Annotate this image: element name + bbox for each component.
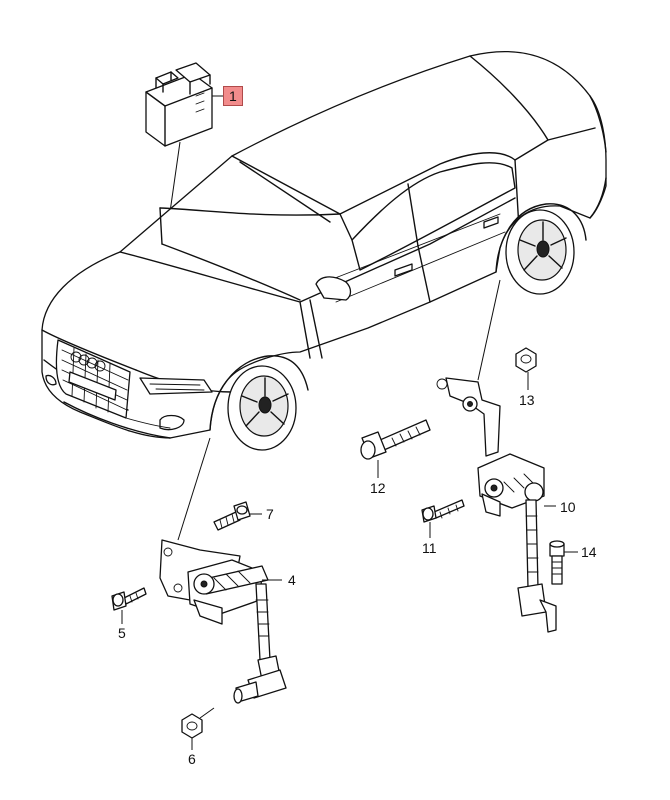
car-body [41,50,607,451]
rear-level-sensor [436,377,557,633]
callout-10[interactable]: 10 [560,499,576,515]
callout-1[interactable]: 1 [223,86,243,106]
callout-4[interactable]: 4 [288,572,296,588]
callout-11[interactable]: 11 [422,540,437,556]
bolt-7 [213,501,251,531]
front-level-sensor [159,539,287,704]
leader-6 [199,707,215,719]
control-unit [145,62,213,147]
callout-12[interactable]: 12 [370,480,386,496]
callout-14[interactable]: 14 [581,544,597,560]
bolt-14 [549,540,565,585]
bolt-5 [111,587,147,611]
bolt-11 [421,499,465,523]
callout-6[interactable]: 6 [188,751,196,767]
nut-13 [515,347,537,373]
rear-wheel [505,209,575,295]
nut-6 [181,713,203,739]
callout-13[interactable]: 13 [519,392,535,408]
leader-front-sensor [177,437,211,541]
front-wheel [227,365,297,451]
bolt-12 [360,419,431,460]
leader-rear-sensor [477,279,501,381]
callout-5[interactable]: 5 [118,625,126,641]
brand-logo [70,351,106,372]
callout-7[interactable]: 7 [266,506,274,522]
